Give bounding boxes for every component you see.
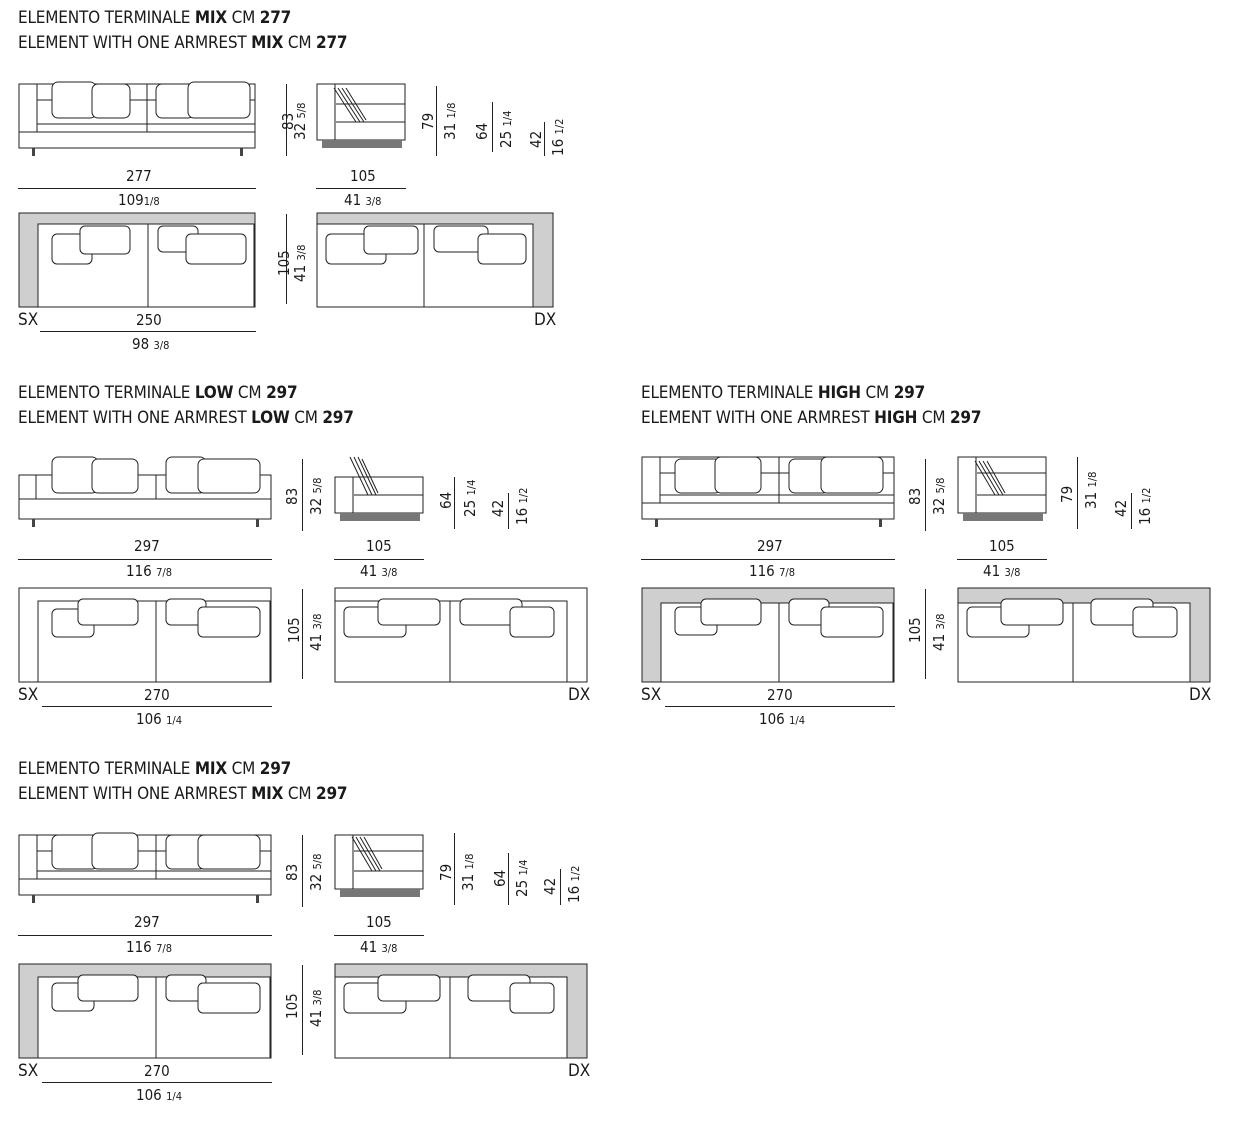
side-depth-cm: 105 [366,537,392,555]
dx-label: DX [534,310,557,330]
front-height-in: 32 5/8 [307,853,325,891]
title-it: ELEMENTO TERMINALE MIX CM 277 [18,8,292,28]
plan-dx-drawing [957,587,1211,683]
seat-width-cm: 270 [767,686,793,704]
front-width-in: 1091/8 [118,191,160,209]
side-height-2-cm: 64 [473,122,491,140]
seat-width-cm: 250 [136,311,162,329]
side-height-3-in: 16 1/2 [549,118,567,156]
plan-depth-cm: 105 [283,993,301,1019]
title-en: ELEMENT WITH ONE ARMREST MIX CM 277 [18,33,348,53]
front-height-in: 32 5/8 [307,477,325,515]
side-depth-cm: 105 [350,167,376,185]
front-width-cm: 297 [757,537,783,555]
side-depth-cm: 105 [989,537,1015,555]
title-en: ELEMENT WITH ONE ARMREST HIGH CM 297 [641,408,982,428]
seat-width-in: 106 1/4 [136,710,182,728]
side-elevation-drawing [334,834,424,897]
side-depth-in: 41 3/8 [983,562,1021,580]
side-height-1-cm: 79 [437,863,455,881]
side-height-3-in: 16 1/2 [565,865,583,903]
plan-sx-drawing [641,587,895,683]
plan-dx-drawing [334,963,588,1059]
plan-depth-in: 41 3/8 [307,613,325,651]
side-depth-in: 41 3/8 [360,938,398,956]
side-height-2-cm: 42 [489,499,507,517]
title-it: ELEMENTO TERMINALE HIGH CM 297 [641,383,926,403]
title-en: ELEMENT WITH ONE ARMREST LOW CM 297 [18,408,354,428]
side-elevation-drawing [316,83,406,148]
side-elevation-drawing [334,456,424,521]
side-height-1-in: 31 1/8 [441,102,459,140]
front-height-in: 32 5/8 [291,102,309,140]
dx-label: DX [568,685,591,705]
sx-label: SX [641,685,662,705]
title-it: ELEMENTO TERMINALE MIX CM 297 [18,759,292,779]
side-depth-in: 41 3/8 [344,191,382,209]
front-width-in: 116 7/8 [126,938,172,956]
front-width-cm: 277 [126,167,152,185]
seat-width-in: 98 3/8 [132,335,170,353]
sx-label: SX [18,685,39,705]
side-height-1-in: 31 1/8 [459,853,477,891]
plan-sx-drawing [18,587,272,683]
seat-width-cm: 270 [144,686,170,704]
plan-depth-cm: 105 [285,617,303,643]
side-height-2-in: 16 1/2 [1136,487,1154,525]
side-height-1-cm: 79 [419,112,437,130]
side-height-2-in: 16 1/2 [513,487,531,525]
side-height-1-cm: 64 [437,491,455,509]
front-elevation-drawing [18,832,272,903]
plan-depth-in: 41 3/8 [307,989,325,1027]
side-height-1-in: 25 1/4 [461,479,479,517]
front-height-cm: 83 [906,487,924,505]
section-low-297: ELEMENTO TERMINALE LOW CM 297 ELEMENT WI… [18,381,618,731]
front-width-cm: 297 [134,913,160,931]
section-high-297: ELEMENTO TERMINALE HIGH CM 297 ELEMENT W… [641,381,1231,731]
side-height-2-cm: 42 [1112,499,1130,517]
side-height-1-in: 31 1/8 [1082,471,1100,509]
seat-width-in: 106 1/4 [136,1086,182,1104]
section-mix-277: ELEMENTO TERMINALE MIX CM 277 ELEMENT WI… [18,6,618,356]
side-height-2-in: 25 1/4 [513,859,531,897]
seat-width-in: 106 1/4 [759,710,805,728]
sx-label: SX [18,310,39,330]
side-height-3-cm: 42 [527,130,545,148]
seat-width-cm: 270 [144,1062,170,1080]
plan-depth-cm: 105 [275,250,293,276]
side-height-1-cm: 79 [1058,485,1076,503]
side-height-2-in: 25 1/4 [497,110,515,148]
front-width-in: 116 7/8 [749,562,795,580]
dx-label: DX [1189,685,1212,705]
front-width-in: 116 7/8 [126,562,172,580]
side-depth-in: 41 3/8 [360,562,398,580]
dx-label: DX [568,1061,591,1081]
side-depth-cm: 105 [366,913,392,931]
plan-depth-in: 41 3/8 [930,613,948,651]
plan-depth-cm: 105 [906,617,924,643]
section-mix-297: ELEMENTO TERMINALE MIX CM 297 ELEMENT WI… [18,757,618,1107]
side-elevation-drawing [957,456,1047,521]
sx-label: SX [18,1061,39,1081]
front-height-cm: 83 [283,487,301,505]
plan-sx-drawing [18,212,256,308]
front-elevation-drawing [18,81,256,156]
front-elevation-drawing [18,456,272,527]
plan-depth-in: 41 3/8 [291,244,309,282]
front-height-in: 32 5/8 [930,477,948,515]
side-height-3-cm: 42 [541,877,559,895]
title-it: ELEMENTO TERMINALE LOW CM 297 [18,383,298,403]
plan-dx-drawing [334,587,588,683]
plan-dx-drawing [316,212,554,308]
plan-sx-drawing [18,963,272,1059]
title-en: ELEMENT WITH ONE ARMREST MIX CM 297 [18,784,348,804]
front-height-cm: 83 [283,863,301,881]
front-elevation-drawing [641,456,895,527]
front-width-cm: 297 [134,537,160,555]
side-height-2-cm: 64 [491,869,509,887]
